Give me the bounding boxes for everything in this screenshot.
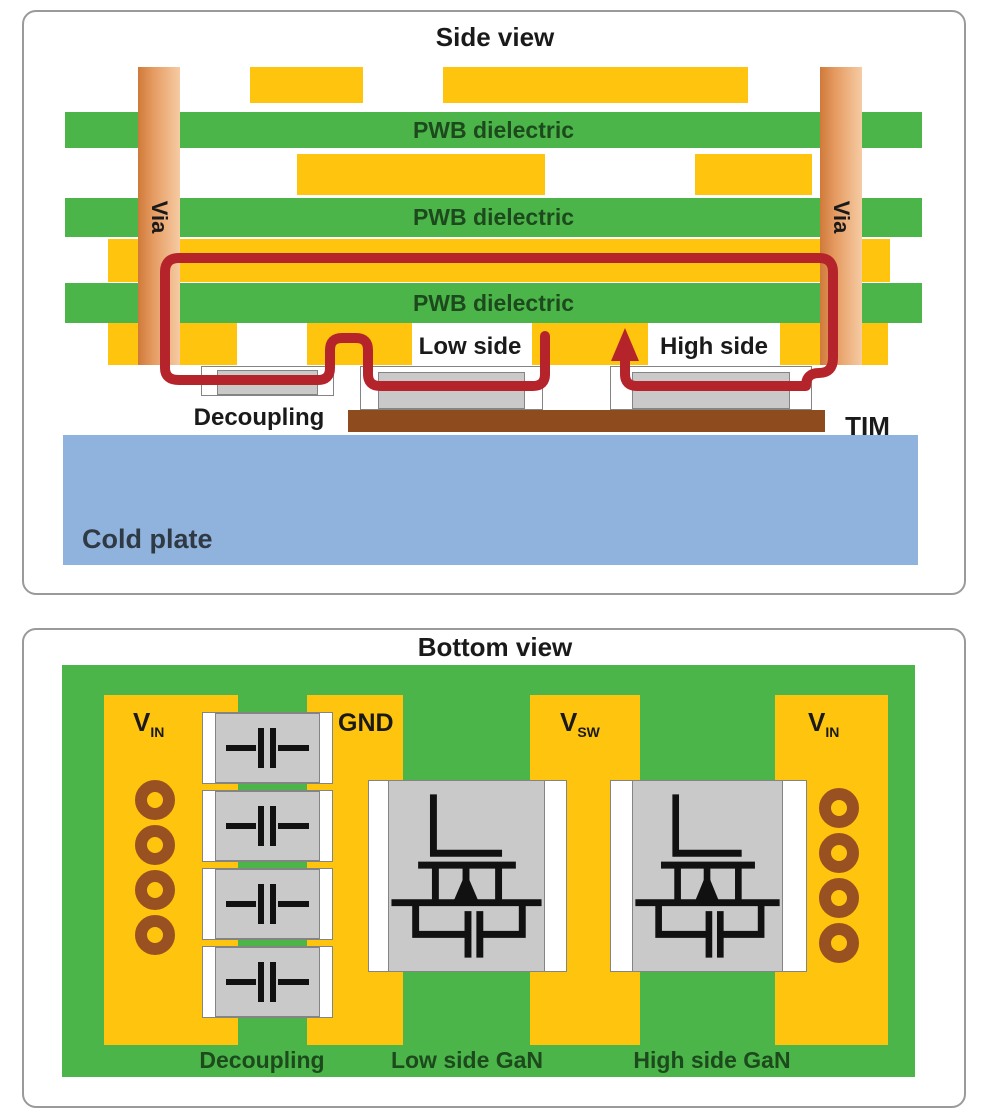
copper-segment <box>532 323 648 365</box>
low-side-label: Low side <box>418 333 522 360</box>
side-view-title: Side view <box>435 22 555 52</box>
vin-right-main: V <box>808 707 826 737</box>
capacitor-symbol <box>226 806 309 846</box>
decoupling-capacitor <box>202 868 333 940</box>
vsw-sub: SW <box>577 724 600 741</box>
copper-segment <box>695 154 812 195</box>
gnd-label: GND <box>338 709 394 737</box>
copper-segment <box>443 67 748 103</box>
capacitor-body <box>215 869 320 939</box>
pwb-dielectric-layer: PWB dielectric <box>65 283 922 323</box>
copper-segment <box>307 323 412 365</box>
pwb-dielectric-label: PWB dielectric <box>412 289 575 316</box>
vsw-label: VSW <box>560 707 600 740</box>
pwb-dielectric-layer: PWB dielectric <box>65 112 922 148</box>
capacitor-symbol <box>226 962 309 1002</box>
via-ring <box>819 833 859 873</box>
copper-segment <box>250 67 363 103</box>
via-left-label: Via <box>147 200 172 234</box>
capacitor-body <box>215 713 320 783</box>
copper-segment <box>297 154 545 195</box>
high-side-gan-body <box>632 780 783 972</box>
high-side-label: High side <box>659 333 768 360</box>
vsw-main: V <box>560 707 578 737</box>
pwb-dielectric-label: PWB dielectric <box>412 116 575 143</box>
via-ring <box>819 788 859 828</box>
capacitor-body <box>215 947 320 1017</box>
high-side-gan-die <box>610 780 807 972</box>
decoupling-cap-body <box>217 370 318 395</box>
via-ring <box>819 878 859 918</box>
vin-left-sub: IN <box>150 724 165 741</box>
tim-layer <box>348 410 825 432</box>
gan-fet-symbol <box>391 794 542 958</box>
bottom-view-title: Bottom view <box>417 632 573 662</box>
via-ring <box>135 825 175 865</box>
via-ring <box>135 870 175 910</box>
low-side-gan-die <box>368 780 567 972</box>
copper-segment <box>108 239 890 282</box>
capacitor-symbol <box>226 884 309 924</box>
decoupling-capacitor <box>202 790 333 862</box>
cold-plate <box>63 435 918 565</box>
decoupling-bottom-label: Decoupling <box>199 1047 325 1073</box>
vin-left-main: V <box>133 707 151 737</box>
decoupling-capacitor <box>202 712 333 784</box>
vin-left-label: VIN <box>133 707 164 740</box>
capacitor-body <box>215 791 320 861</box>
low-side-die-body <box>378 372 525 409</box>
high-side-gan-label: High side GaN <box>633 1047 791 1073</box>
capacitor-symbol <box>226 728 309 768</box>
via-ring <box>135 915 175 955</box>
cold-plate-label: Cold plate <box>82 524 213 554</box>
low-side-die-side <box>360 366 543 410</box>
via-right-label: Via <box>829 200 854 234</box>
vin-right-label: VIN <box>808 707 839 740</box>
vin-right-sub: IN <box>825 724 840 741</box>
low-side-gan-body <box>388 780 545 972</box>
pwb-dielectric-layer: PWB dielectric <box>65 198 922 237</box>
pwb-dielectric-label: PWB dielectric <box>412 204 575 230</box>
via-ring <box>135 780 175 820</box>
decoupling-capacitor <box>202 946 333 1018</box>
via-ring <box>819 923 859 963</box>
gan-fet-symbol <box>635 794 780 958</box>
decoupling-label: Decoupling <box>193 404 325 431</box>
low-side-gan-label: Low side GaN <box>390 1047 544 1073</box>
tim-label: TIM <box>845 411 890 441</box>
high-side-die-side <box>610 366 812 410</box>
high-side-die-body <box>632 372 790 409</box>
decoupling-cap-side <box>201 366 334 396</box>
